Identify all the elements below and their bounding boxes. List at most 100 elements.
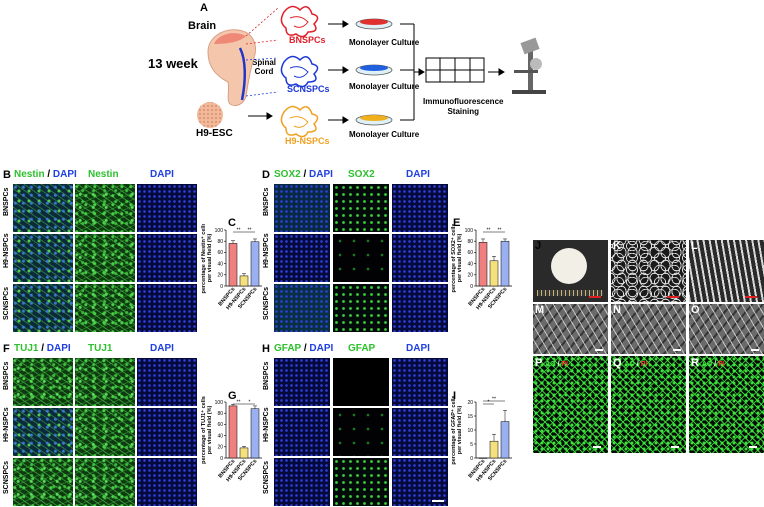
sem-image — [689, 304, 764, 354]
bar — [228, 243, 238, 287]
micrograph — [137, 408, 197, 456]
monolayer-label-2: Monolayer Culture — [349, 82, 420, 91]
bar — [500, 240, 510, 287]
ao-pi-image — [611, 356, 686, 453]
micrograph — [333, 358, 389, 406]
panel-p-title: P AO / PI — [535, 357, 569, 369]
micrograph — [75, 358, 135, 406]
bar — [239, 275, 249, 287]
bar — [228, 405, 238, 459]
bar — [500, 421, 510, 459]
sem-image — [611, 304, 686, 354]
micrograph — [333, 458, 389, 506]
y-tick-label: 40 — [467, 261, 473, 267]
panel-q-title: Q AO / PI — [613, 357, 648, 369]
y-tick-label: 0 — [470, 456, 473, 462]
panel-f-row-1: BNSPCs — [3, 361, 10, 390]
micrograph — [392, 358, 448, 406]
significance-label: ** — [237, 399, 241, 405]
sem-image — [611, 240, 686, 302]
monolayer-label-3: Monolayer Culture — [349, 130, 420, 139]
panel-letter-l: L — [691, 240, 698, 252]
panel-d-dapi-title: DAPI — [406, 169, 430, 180]
y-axis-label: per visual field (%) — [207, 234, 213, 283]
y-tick-label: 0 — [220, 456, 223, 462]
significance-label: ** — [492, 396, 496, 402]
micrograph — [75, 234, 135, 282]
panel-f-marker-title: TUJ1 — [88, 343, 113, 354]
micrograph — [13, 408, 73, 456]
y-tick-label: 80 — [217, 239, 223, 245]
y-axis-label: percentage of GFAP⁺ cells — [450, 396, 457, 465]
panel-r-title: R AO / PI — [691, 357, 725, 369]
panel-letter-c: C — [228, 217, 236, 229]
micrograph — [13, 358, 73, 406]
y-tick-label: 20 — [217, 445, 223, 451]
y-tick-label: 20 — [467, 273, 473, 279]
y-axis-label: percentage of Nestin⁺ cells — [200, 224, 207, 294]
scnspcs-label: SCNSPCs — [287, 84, 330, 94]
y-tick-label: 20 — [467, 400, 473, 406]
sem-image — [689, 240, 764, 302]
panel-f-dapi-title: DAPI — [150, 343, 174, 354]
panel-letter-m: M — [535, 304, 545, 316]
micrograph — [137, 358, 197, 406]
age-label: 13 week — [148, 56, 198, 71]
schematic-a — [197, 5, 546, 138]
panel-letter-n: N — [613, 304, 621, 316]
y-tick-label: 0 — [470, 284, 473, 290]
micrograph — [137, 284, 197, 332]
micrograph — [75, 284, 135, 332]
panel-d-marker-title: SOX2 — [348, 169, 375, 180]
micrograph — [274, 184, 330, 232]
y-axis-label: percentage of TUJ1⁺ cells — [200, 396, 207, 464]
bar — [239, 447, 249, 459]
micrograph — [75, 184, 135, 232]
panel-b-row-1: BNSPCs — [3, 187, 10, 216]
y-tick-label: 0 — [220, 284, 223, 290]
micrograph — [13, 184, 73, 232]
sem-image — [533, 304, 608, 354]
scnspcs-cells-icon — [280, 55, 319, 88]
panel-letter-j: J — [535, 240, 542, 252]
y-tick-label: 5 — [470, 442, 473, 448]
y-tick-label: 40 — [217, 433, 223, 439]
fetus-illustration — [207, 29, 256, 107]
micrograph — [333, 408, 389, 456]
micrograph — [13, 234, 73, 282]
significance-label: ** — [487, 227, 491, 233]
panel-letter-i: I — [453, 390, 457, 402]
micrograph — [137, 184, 197, 232]
significance-label: ** — [237, 227, 241, 233]
micrograph — [75, 458, 135, 506]
spinal-cord-label: Spinal Cord — [252, 58, 277, 76]
micrograph — [274, 284, 330, 332]
micrograph — [333, 284, 389, 332]
panel-b-dapi-title: DAPI — [150, 169, 174, 180]
micrograph — [392, 408, 448, 456]
petri-dish-icon — [355, 18, 393, 126]
y-axis-label: per visual field (%) — [457, 406, 463, 455]
h9nspcs-label: H9-NSPCs — [285, 136, 330, 146]
y-tick-label: 100 — [465, 228, 474, 234]
micrograph — [392, 234, 448, 282]
panel-b-row-3: SCNSPCs — [3, 286, 10, 320]
scaffold-photo — [533, 240, 608, 302]
y-tick-label: 100 — [215, 228, 224, 234]
micrograph — [274, 408, 330, 456]
micrograph — [274, 234, 330, 282]
panel-h-dapi-title: DAPI — [406, 343, 430, 354]
panel-letter-k: K — [613, 240, 621, 252]
micrograph — [75, 408, 135, 456]
micrograph — [333, 184, 389, 232]
bar — [489, 440, 499, 459]
y-tick-label: 60 — [467, 250, 473, 256]
ao-pi-image — [689, 356, 764, 453]
h9esc-label: H9-ESC — [196, 128, 233, 139]
micrograph — [13, 458, 73, 506]
panel-b-merge-title: Nestin / DAPI — [14, 169, 77, 180]
micrograph — [392, 184, 448, 232]
brain-label: Brain — [188, 20, 217, 32]
